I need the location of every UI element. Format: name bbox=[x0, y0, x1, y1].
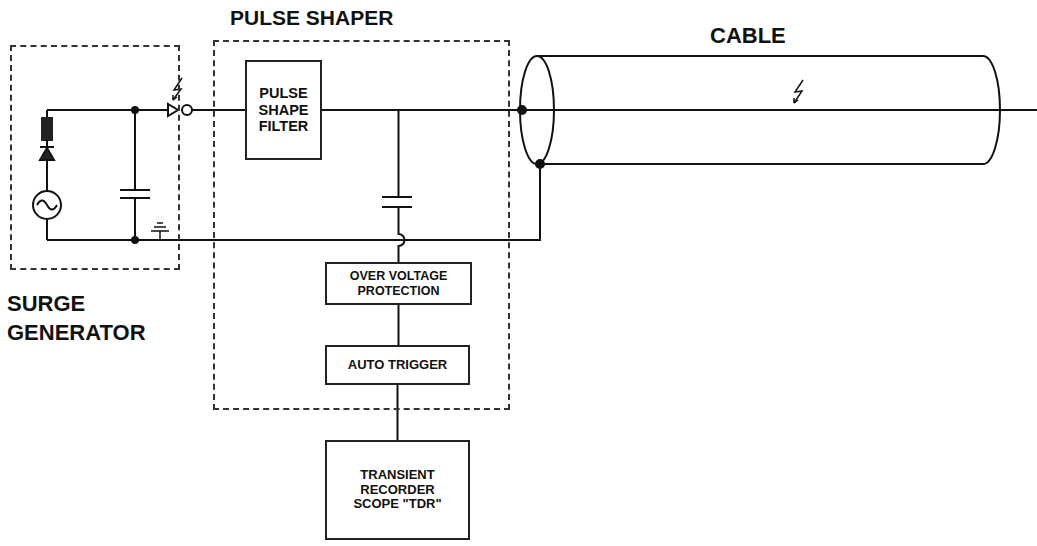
generator-wiring bbox=[47, 109, 182, 111]
storage-capacitor bbox=[120, 107, 150, 243]
storage-capacitor bbox=[134, 198, 136, 240]
circuit-wire bbox=[398, 305, 400, 345]
storage-capacitor bbox=[132, 107, 138, 113]
surge-source bbox=[46, 110, 48, 118]
cable-conductor bbox=[520, 109, 1037, 111]
coupling-capacitor bbox=[382, 206, 412, 208]
spark-gap bbox=[182, 105, 192, 115]
surge-source bbox=[33, 110, 61, 240]
spark-gap bbox=[168, 104, 178, 116]
storage-capacitor bbox=[132, 237, 138, 243]
circuit-wire bbox=[397, 385, 399, 440]
recorder-box: TRANSIENT RECORDER SCOPE "TDR" bbox=[325, 440, 470, 540]
surge-source bbox=[40, 146, 54, 148]
fault-lightning bbox=[794, 98, 798, 103]
spark-gap bbox=[173, 78, 182, 100]
surge-source bbox=[37, 201, 57, 210]
group-heading: CABLE bbox=[710, 22, 830, 51]
coupling-capacitor bbox=[380, 198, 414, 206]
surge-source bbox=[42, 118, 52, 140]
group-heading: SURGE GENERATOR bbox=[7, 290, 172, 347]
cable-outline bbox=[520, 56, 1000, 164]
coupling-capacitor bbox=[380, 197, 414, 207]
ground-symbol bbox=[157, 222, 163, 224]
ground-symbol bbox=[154, 226, 166, 228]
box-label: PULSE SHAPE FILTER bbox=[253, 85, 314, 135]
cable-cylinder: CABLE bbox=[520, 55, 1000, 165]
spark-gap bbox=[165, 78, 199, 119]
box-label: OVER VOLTAGE PROTECTION bbox=[333, 269, 464, 298]
pulse-shaper-group: PULSE SHAPERPULSE SHAPE FILTEROVER VOLTA… bbox=[213, 40, 510, 410]
storage-capacitor bbox=[120, 189, 150, 191]
spark-gap bbox=[165, 101, 199, 119]
surge-source bbox=[46, 160, 48, 191]
box-label: TRANSIENT RECORDER SCOPE "TDR" bbox=[350, 468, 445, 513]
circuit-wire bbox=[180, 164, 540, 240]
fault-lightning bbox=[794, 80, 803, 103]
coupling-capacitor bbox=[382, 196, 412, 198]
spark-gap bbox=[192, 109, 199, 111]
surge-source bbox=[40, 148, 54, 160]
surge-source bbox=[33, 191, 61, 219]
generator-wiring bbox=[47, 239, 182, 241]
filter-box: PULSE SHAPE FILTER bbox=[245, 60, 322, 160]
ground-symbol bbox=[151, 230, 169, 232]
box-label: AUTO TRIGGER bbox=[348, 358, 447, 373]
protection-box: OVER VOLTAGE PROTECTION bbox=[325, 262, 472, 305]
ground-symbol bbox=[151, 223, 169, 240]
spark-gap bbox=[173, 95, 177, 100]
generator-wiring bbox=[47, 110, 182, 240]
trigger-box: AUTO TRIGGER bbox=[325, 345, 470, 385]
fault-lightning bbox=[794, 80, 803, 103]
ground-symbol bbox=[159, 231, 161, 240]
cable-conductor bbox=[518, 106, 1037, 168]
surge-generator-group: SURGE GENERATOR bbox=[10, 45, 180, 270]
storage-capacitor bbox=[134, 110, 136, 190]
surge-source bbox=[46, 219, 48, 240]
group-heading: PULSE SHAPER bbox=[230, 4, 500, 31]
cable-outline bbox=[520, 55, 1000, 165]
